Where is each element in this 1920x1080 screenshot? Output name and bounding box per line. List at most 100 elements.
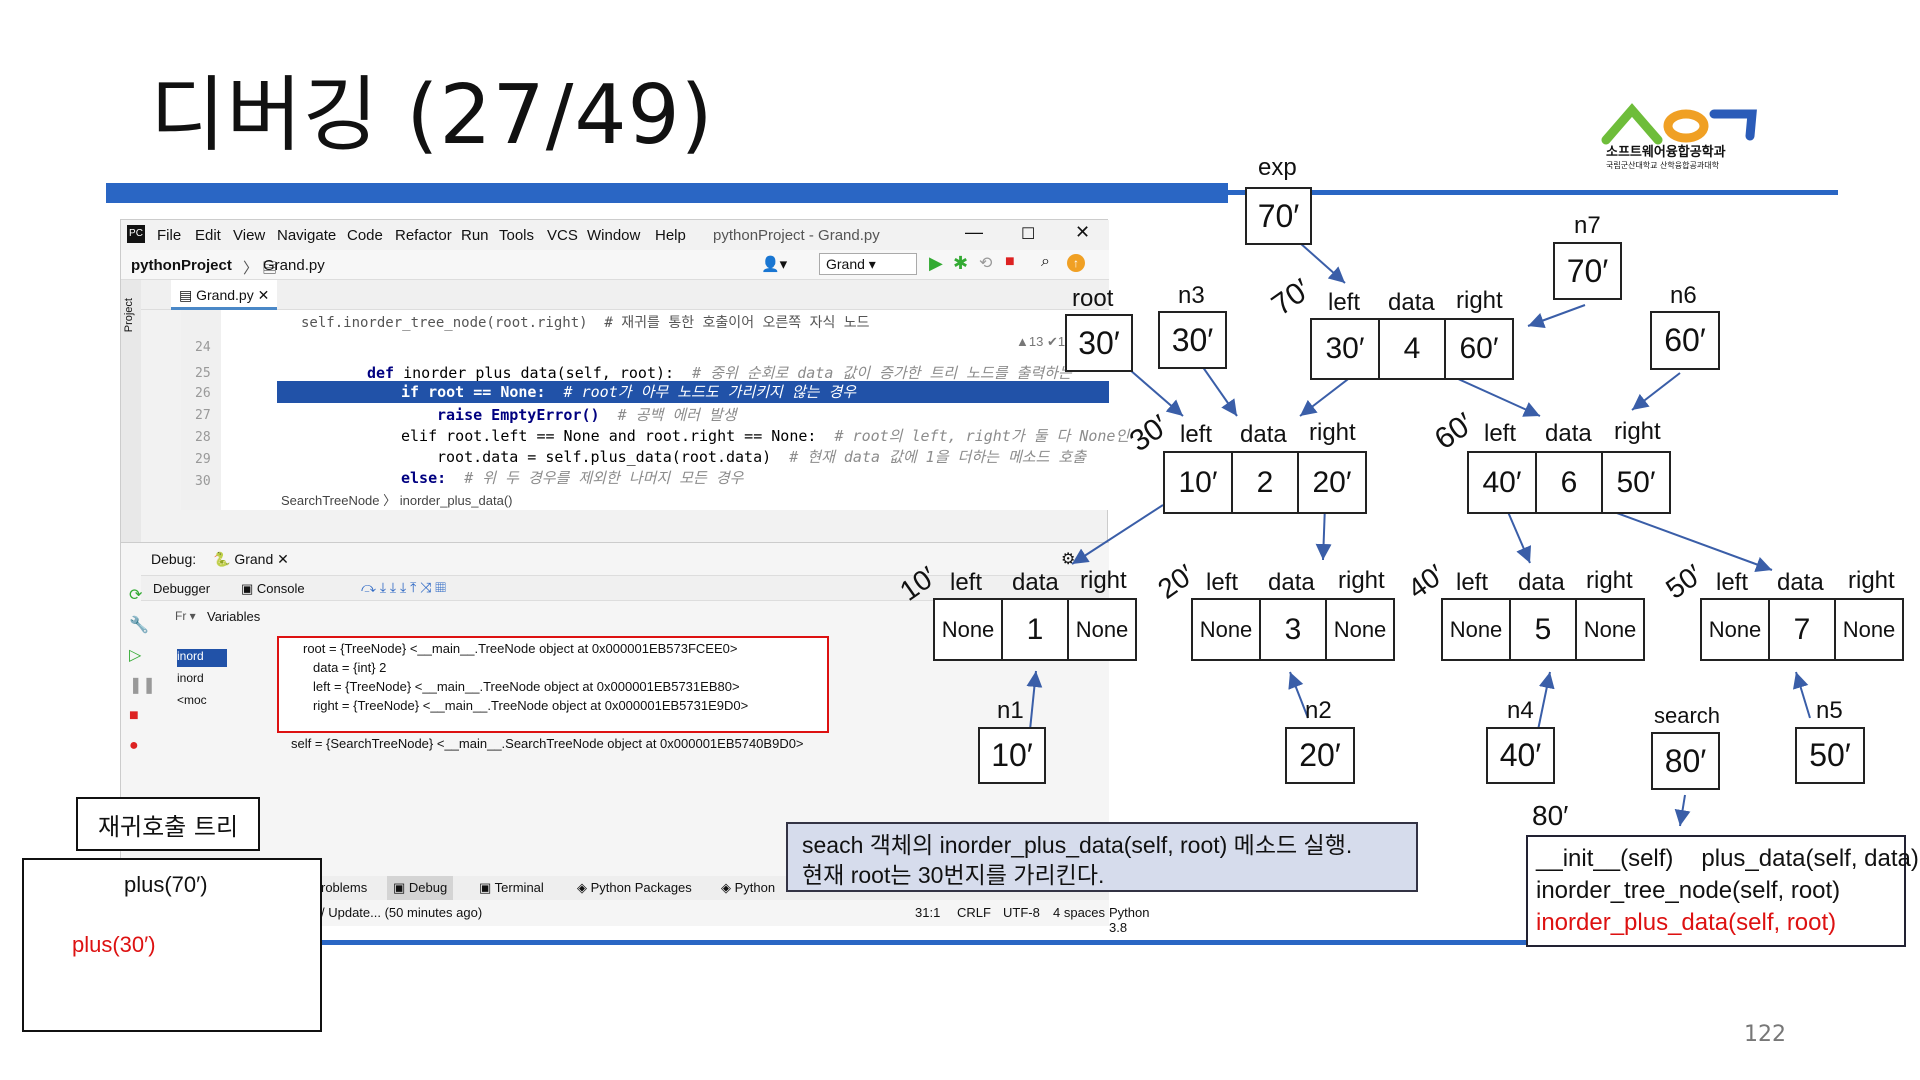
menu-code[interactable]: Code bbox=[347, 227, 383, 244]
node70-left: 30′ bbox=[1310, 318, 1380, 380]
stop-icon[interactable]: ■ bbox=[1005, 253, 1015, 270]
run-icon[interactable]: ▶ bbox=[929, 253, 943, 273]
breadcrumb-project[interactable]: pythonProject bbox=[131, 257, 232, 274]
frame-item[interactable]: <moc bbox=[177, 693, 207, 707]
terminal-tab[interactable]: ▣ Terminal bbox=[479, 880, 544, 895]
node60-data: 6 bbox=[1535, 451, 1603, 514]
search-object-methods: __init__(self) plus_data(self, data) inor… bbox=[1526, 835, 1919, 947]
node50-right: None bbox=[1834, 598, 1904, 661]
status-line-sep[interactable]: CRLF bbox=[957, 905, 991, 920]
menu-file[interactable]: File bbox=[157, 227, 182, 244]
var-left[interactable]: left = {TreeNode} <__main__.TreeNode obj… bbox=[313, 679, 740, 694]
file-icon: 〉 ▤ bbox=[243, 260, 278, 277]
slide-title: 디버깅 (27/49) bbox=[150, 68, 714, 163]
breadcrumb-file[interactable]: Grand.py bbox=[263, 257, 325, 274]
method-plus-data: plus_data(self, data) bbox=[1701, 845, 1919, 872]
update-icon[interactable]: ↑ bbox=[1067, 254, 1085, 272]
title-underline-bar bbox=[106, 183, 1228, 203]
console-tab[interactable]: ▣ Console bbox=[241, 581, 305, 596]
method-init: __init__(self) bbox=[1536, 845, 1674, 872]
step-over-icon[interactable]: ⤼ ⤓ ⤓ ⤓ ⤒ ⤨ ▦ bbox=[361, 579, 446, 595]
close-button[interactable]: ✕ bbox=[1075, 222, 1091, 242]
pointer-label-n2: n2 bbox=[1305, 697, 1332, 724]
code-editor[interactable]: self.inorder_tree_node(root.right) # 재귀를… bbox=[181, 310, 1129, 510]
menu-navigate[interactable]: Navigate bbox=[277, 227, 337, 244]
python-packages-tab[interactable]: ◈ Python Packages bbox=[577, 880, 692, 895]
editor-tab-grand[interactable]: ▤ Grand.py ✕ bbox=[171, 280, 278, 310]
raise-statement: raise EmptyError() bbox=[437, 406, 600, 424]
status-indent[interactable]: 4 spaces bbox=[1053, 905, 1106, 920]
editor-breadcrumb[interactable]: SearchTreeNode 〉 inorder_plus_data() bbox=[281, 493, 513, 508]
menu-tools[interactable]: Tools bbox=[499, 227, 535, 244]
debug-side-icons[interactable]: ⟳🔧▷❚❚■● bbox=[129, 587, 156, 754]
line-number: 29 bbox=[195, 452, 211, 467]
problems-tab[interactable]: roblems bbox=[321, 880, 368, 895]
code-line-30: else: # 위 두 경우를 제외한 나머지 모든 경우 bbox=[401, 467, 743, 488]
python-console-label: Python bbox=[734, 880, 776, 895]
frames-filter[interactable]: Fr ▾ bbox=[175, 609, 196, 623]
line-number: 26 bbox=[195, 386, 211, 401]
var-data[interactable]: data = {int} 2 bbox=[313, 660, 387, 675]
var-right[interactable]: right = {TreeNode} <__main__.TreeNode ob… bbox=[313, 698, 749, 713]
page-number: 122 bbox=[1744, 1022, 1786, 1047]
minimize-button[interactable]: — bbox=[965, 222, 983, 242]
method-row: __init__(self) plus_data(self, data) bbox=[1536, 843, 1919, 875]
field-data: data bbox=[1518, 569, 1565, 596]
menu-view[interactable]: View bbox=[233, 227, 266, 244]
variables-highlight-box: root = {TreeNode} <__main__.TreeNode obj… bbox=[277, 636, 829, 733]
status-interpreter[interactable]: Python 3.8 bbox=[1109, 905, 1150, 935]
menu-help[interactable]: Help bbox=[655, 227, 686, 244]
code-line-26-current: if root == None: # root가 아무 노드도 가리키지 않는 … bbox=[277, 381, 1109, 403]
note-line-2: 현재 root는 30번지를 가리킨다. bbox=[802, 862, 1105, 888]
search-icon[interactable]: ⌕ bbox=[1041, 253, 1050, 270]
maximize-button[interactable]: ☐ bbox=[1021, 226, 1036, 243]
field-right: right bbox=[1586, 567, 1633, 594]
terminal-label: Terminal bbox=[494, 880, 544, 895]
frame-item[interactable]: inord bbox=[177, 671, 204, 685]
app-icon: PC bbox=[127, 225, 145, 243]
window-title: pythonProject - Grand.py bbox=[713, 227, 880, 244]
pointer-n4: 40′ bbox=[1486, 727, 1555, 784]
pointer-label-n6: n6 bbox=[1670, 282, 1697, 309]
status-position[interactable]: 31:1 bbox=[915, 905, 941, 920]
coverage-icon[interactable]: ⟲ bbox=[979, 255, 993, 272]
pointer-n7: 70′ bbox=[1553, 242, 1622, 300]
field-data: data bbox=[1777, 569, 1824, 596]
console-tab-label: Console bbox=[256, 581, 305, 596]
settings-icon[interactable]: ⚙ bbox=[1061, 551, 1076, 568]
menu-vcs[interactable]: VCS bbox=[547, 227, 578, 244]
debugger-tab[interactable]: Debugger bbox=[153, 581, 211, 596]
var-root[interactable]: root = {TreeNode} <__main__.TreeNode obj… bbox=[303, 641, 738, 656]
var-self[interactable]: self = {SearchTreeNode} <__main__.Search… bbox=[291, 736, 804, 751]
method-inorder-tree-node: inorder_tree_node(self, root) bbox=[1536, 877, 1841, 904]
field-data: data bbox=[1268, 569, 1315, 596]
line-gutter: 24 25 26 27 28 29 30 bbox=[181, 310, 221, 510]
field-right: right bbox=[1080, 567, 1127, 594]
menu-edit[interactable]: Edit bbox=[195, 227, 221, 244]
field-right: right bbox=[1456, 287, 1503, 314]
node30-right: 20′ bbox=[1297, 451, 1367, 514]
assign-comment: # 현재 data 값에 1을 더하는 메소드 호출 bbox=[771, 448, 1087, 466]
menu-run[interactable]: Run bbox=[461, 227, 489, 244]
field-left: left bbox=[1206, 569, 1239, 596]
run-config-select[interactable]: Grand ▾ bbox=[819, 253, 917, 275]
field-data: data bbox=[1240, 421, 1287, 448]
frame-item[interactable]: inord bbox=[177, 649, 227, 667]
menu-refactor[interactable]: Refactor bbox=[395, 227, 452, 244]
debug-session-tab[interactable]: 🐍 Grand ✕ bbox=[213, 551, 289, 567]
debug-tool-tab[interactable]: ▣ Debug bbox=[387, 876, 454, 900]
code-line-27: raise EmptyError() # 공백 에러 발생 bbox=[437, 404, 737, 425]
def-comment: # 중위 순회로 data 값이 증가한 트리 노드를 출력하는 bbox=[674, 364, 1072, 382]
python-console-tab[interactable]: ◈ Python bbox=[721, 880, 776, 895]
inspection-counts[interactable]: ▲13 ✔14 bbox=[1016, 334, 1073, 349]
status-encoding[interactable]: UTF-8 bbox=[1003, 905, 1040, 920]
node50-data: 7 bbox=[1768, 598, 1836, 661]
def-signature: inorder_plus_data(self, root): bbox=[394, 364, 675, 382]
user-icon[interactable]: 👤▾ bbox=[761, 256, 788, 273]
node60-left: 40′ bbox=[1467, 451, 1537, 514]
elif-comment: # root의 left, right가 둘 다 None인 bbox=[816, 427, 1130, 445]
menu-window[interactable]: Window bbox=[587, 227, 641, 244]
debug-icon[interactable]: ✱ bbox=[953, 253, 969, 273]
node40-left: None bbox=[1441, 598, 1511, 661]
